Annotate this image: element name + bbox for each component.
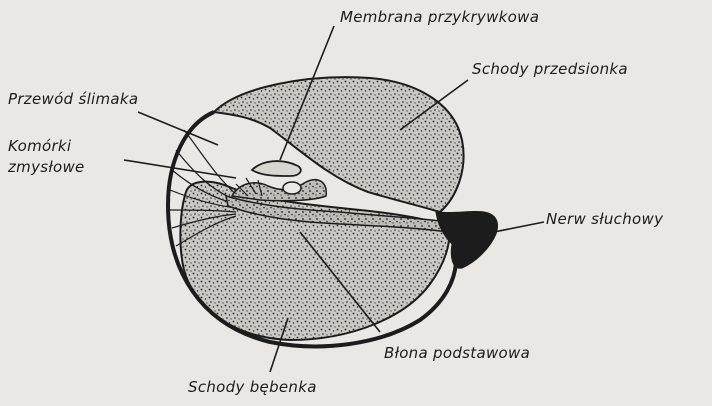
label-komorki-zmyslowe: Komórki zmysłowe	[8, 136, 85, 178]
organ-of-corti	[232, 178, 326, 201]
label-komorki-line2: zmysłowe	[8, 158, 85, 176]
label-przewod-slimaka: Przewód ślimaka	[8, 90, 138, 108]
label-nerw-sluchowy: Nerw słuchowy	[546, 210, 663, 228]
label-schody-przedsionka: Schody przedsionka	[472, 60, 628, 78]
label-membrana-przykrywkowa: Membrana przykrywkowa	[340, 8, 539, 26]
label-blona-podstawowa: Błona podstawowa	[384, 344, 530, 362]
label-schody-bebenka: Schody bębenka	[188, 378, 317, 396]
tectorial-membrane	[252, 161, 301, 176]
label-komorki-line1: Komórki	[8, 137, 71, 155]
leader-komorki	[124, 160, 236, 178]
leader-nerw	[494, 222, 544, 232]
